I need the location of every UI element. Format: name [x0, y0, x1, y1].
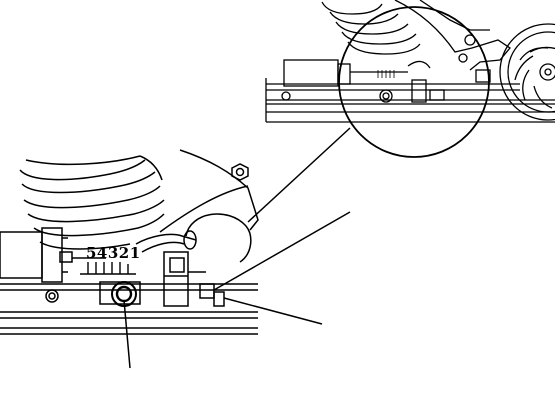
- hose-lower: [142, 242, 184, 252]
- hex-bolt-center: [237, 169, 244, 176]
- connector-line: [248, 128, 350, 222]
- rail-bolt: [46, 290, 58, 302]
- inset-bolt-head: [430, 90, 444, 100]
- inset-bolt-2: [459, 54, 467, 62]
- cylinder-end-cap: [42, 228, 62, 282]
- lock-bolt-head: [214, 292, 224, 306]
- clamp-screw: [170, 258, 184, 272]
- inset-cylinder: [284, 60, 338, 86]
- inset-arm: [395, 0, 510, 70]
- inset-nut-inner: [383, 93, 389, 99]
- adjuster-nut-inner: [117, 287, 131, 301]
- inset-spring: [322, 2, 420, 54]
- leader-line-top: [214, 212, 350, 290]
- main-view: [0, 150, 258, 334]
- leader-line-right: [224, 298, 322, 324]
- inset-clamp: [412, 80, 426, 102]
- scale-ticks: [80, 262, 136, 274]
- inset-wheel: [500, 24, 555, 120]
- rail-bolt-inner: [49, 293, 55, 299]
- magnifier-circle: [339, 7, 489, 157]
- inset-fastener: [282, 92, 290, 100]
- scale-label: 54321: [86, 244, 141, 262]
- lock-bolt: [200, 284, 214, 298]
- cylinder-body: [0, 232, 42, 278]
- frame-inner: [160, 186, 248, 232]
- hex-bolt: [232, 164, 248, 180]
- inset-overview: [266, 0, 555, 122]
- inset-ticks: [378, 70, 394, 78]
- frame-curve: [180, 150, 258, 230]
- inset-arm-edge: [420, 0, 490, 30]
